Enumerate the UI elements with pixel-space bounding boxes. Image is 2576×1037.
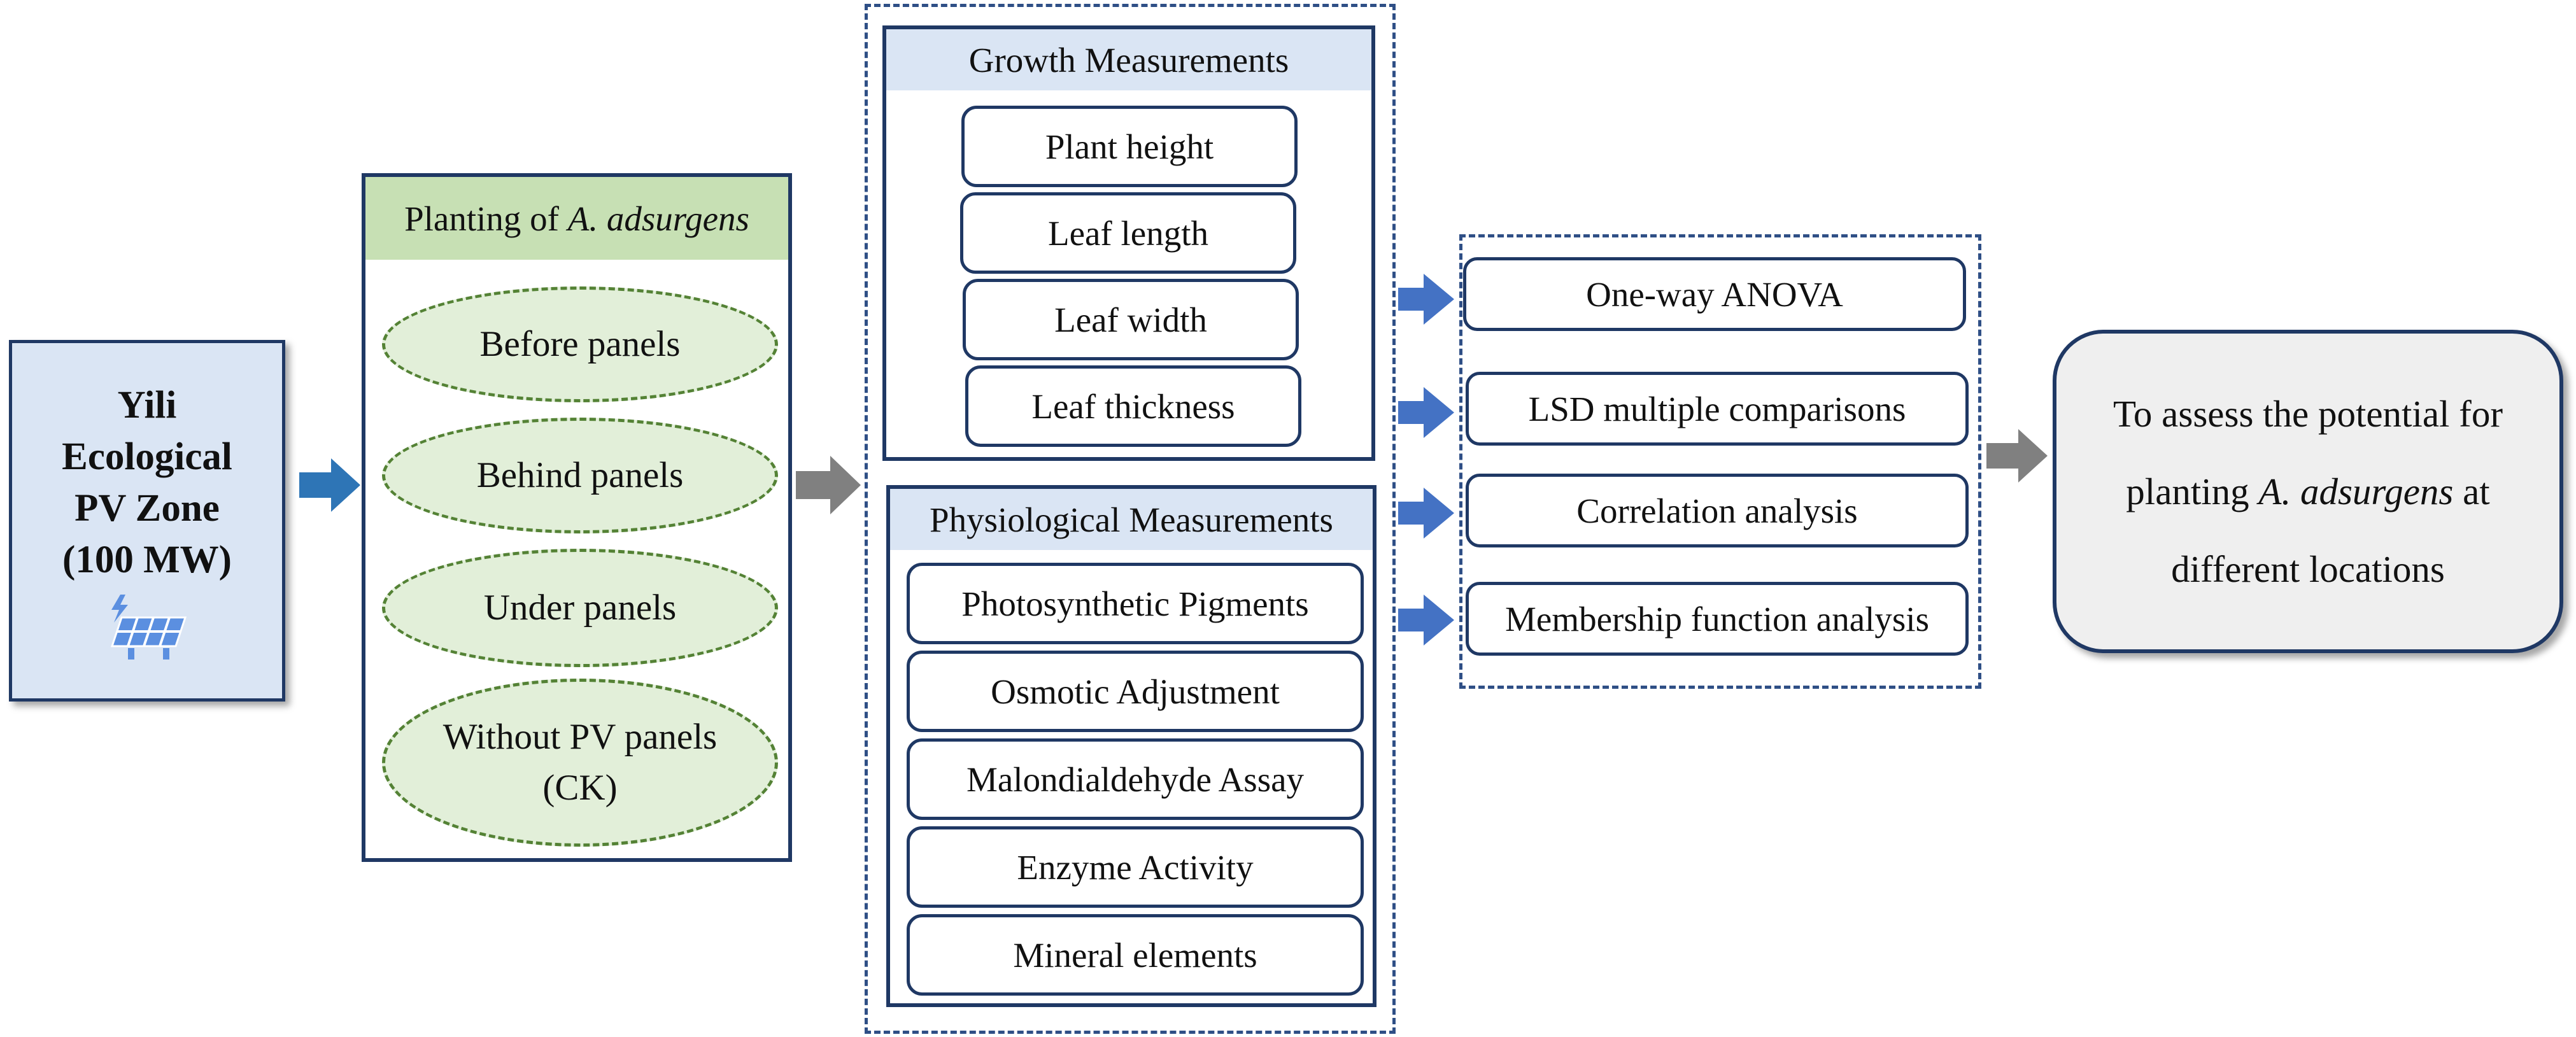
arrow-source-to-planting	[299, 458, 360, 512]
growth-item-plant-height: Plant height	[961, 106, 1298, 187]
physiological-item: Mineral elements	[907, 914, 1364, 996]
source-box: Yili Ecological PV Zone (100 MW)	[9, 340, 285, 702]
source-title: Yili Ecological PV Zone (100 MW)	[62, 379, 232, 586]
analysis-lsd-comparisons: LSD multiple comparisons	[1466, 372, 1969, 446]
growth-item-leaf-thickness: Leaf thickness	[965, 365, 1301, 447]
planting-panel: Planting of A. adsurgens Before panels B…	[362, 173, 792, 862]
planting-header-text: Planting of	[404, 199, 568, 238]
physiological-item: Osmotic Adjustment	[907, 651, 1364, 732]
physiological-item: Photosynthetic Pigments	[907, 563, 1364, 644]
conclusion-line: planting A. adsurgens at	[2113, 453, 2503, 530]
analysis-group	[1459, 234, 1981, 689]
location-label: Before panels	[479, 324, 681, 364]
measurements-group	[865, 4, 1396, 1034]
source-title-line: (100 MW)	[62, 539, 232, 581]
location-without-pv-panels: Without PV panels (CK)	[382, 679, 778, 847]
physiological-item: Malondialdehyde Assay	[907, 738, 1364, 820]
arrow-to-correlation	[1398, 488, 1454, 539]
growth-item-leaf-width: Leaf width	[963, 279, 1299, 360]
physiological-header: Physiological Measurements	[890, 489, 1373, 550]
analysis-one-way-anova: One-way ANOVA	[1463, 257, 1966, 331]
physiological-item: Enzyme Activity	[907, 826, 1364, 908]
conclusion-box: To assess the potential for planting A. …	[2053, 330, 2563, 653]
conclusion-text: at	[2453, 470, 2490, 512]
location-label-ck: (CK)	[542, 768, 618, 808]
conclusion-species: A. adsurgens	[2258, 470, 2454, 512]
location-before-panels: Before panels	[382, 286, 778, 402]
location-label: Without PV panels	[442, 717, 718, 757]
physiological-measurements-panel: Physiological Measurements Photosyntheti…	[886, 485, 1376, 1007]
conclusion-line: To assess the potential for	[2113, 393, 2503, 435]
arrow-to-membership	[1398, 595, 1454, 645]
arrow-planting-to-measurements	[796, 456, 861, 514]
location-behind-panels: Behind panels	[382, 418, 778, 533]
solar-panel-icon	[110, 595, 187, 660]
analysis-membership-function: Membership function analysis	[1466, 582, 1969, 656]
location-label: Under panels	[483, 588, 677, 628]
location-label: Behind panels	[476, 455, 684, 495]
location-under-panels: Under panels	[382, 549, 778, 667]
source-title-line: Ecological	[62, 435, 232, 478]
growth-measurements-panel: Growth Measurements Plant height Leaf le…	[882, 25, 1375, 461]
arrow-analysis-to-conclusion	[1986, 429, 2048, 483]
analysis-correlation: Correlation analysis	[1466, 474, 1969, 547]
source-title-line: PV Zone	[74, 487, 220, 530]
planting-header-species: A. adsurgens	[567, 199, 749, 238]
growth-item-leaf-length: Leaf length	[960, 192, 1296, 274]
arrow-to-lsd	[1398, 387, 1454, 438]
conclusion-text: planting	[2126, 470, 2259, 512]
conclusion-line: different locations	[2171, 548, 2445, 590]
source-title-line: Yili	[117, 384, 177, 427]
arrow-to-anova	[1398, 274, 1454, 325]
growth-header: Growth Measurements	[886, 29, 1371, 90]
planting-header: Planting of A. adsurgens	[365, 177, 788, 260]
